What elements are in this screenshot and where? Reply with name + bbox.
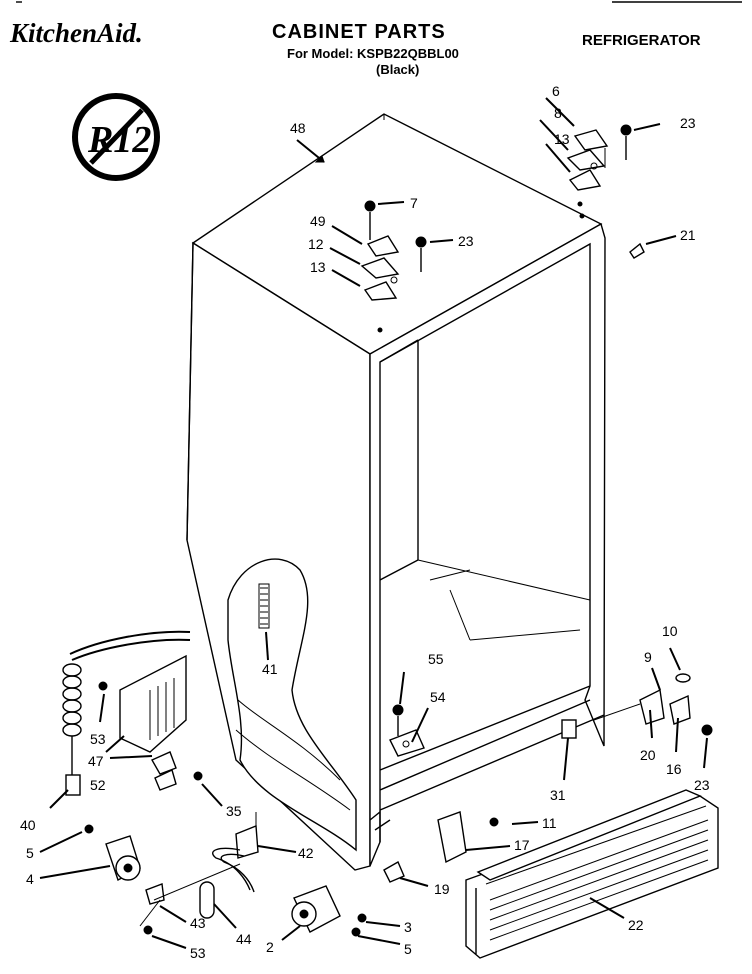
callout-13-upper: 13 bbox=[554, 131, 570, 147]
upper-hinge-assembly-right bbox=[566, 123, 661, 191]
callout-42: 42 bbox=[298, 845, 314, 861]
callout-17: 17 bbox=[514, 837, 530, 853]
page-title: CABINET PARTS bbox=[272, 21, 446, 43]
callout-40: 40 bbox=[20, 817, 36, 833]
callout-53-upper: 53 bbox=[90, 731, 106, 747]
callout-43: 43 bbox=[190, 915, 206, 931]
callout-19: 19 bbox=[434, 881, 450, 897]
callout-20: 20 bbox=[640, 747, 656, 763]
clip-part-21 bbox=[629, 242, 645, 259]
callout-11: 11 bbox=[542, 815, 557, 831]
callout-4: 4 bbox=[26, 871, 34, 887]
callout-7: 7 bbox=[410, 195, 418, 211]
drain-tube-42 bbox=[212, 812, 259, 893]
callout-16: 16 bbox=[666, 761, 682, 777]
power-cord-and-box bbox=[62, 630, 191, 796]
callout-13-center: 13 bbox=[310, 259, 326, 275]
right-lower-hinge bbox=[593, 673, 713, 736]
callout-3: 3 bbox=[404, 919, 412, 935]
callout-52: 52 bbox=[90, 777, 106, 793]
callout-12: 12 bbox=[308, 236, 324, 252]
callout-6: 6 bbox=[552, 83, 560, 99]
leveling-leg-54 bbox=[389, 704, 425, 757]
callout-23-center: 23 bbox=[458, 233, 474, 249]
model-line: For Model: KSPB22QBBL00 bbox=[287, 46, 459, 61]
upper-hinge-assembly-center bbox=[360, 200, 454, 301]
callout-9: 9 bbox=[644, 649, 652, 665]
callout-53-lower: 53 bbox=[190, 945, 206, 961]
callout-21: 21 bbox=[680, 227, 696, 243]
callout-31: 31 bbox=[550, 787, 566, 803]
category-label: REFRIGERATOR bbox=[582, 32, 701, 49]
callout-23-lower: 23 bbox=[694, 777, 710, 793]
lower-brackets bbox=[383, 811, 499, 883]
callout-22: 22 bbox=[628, 917, 644, 933]
callout-44: 44 bbox=[236, 931, 252, 947]
callout-2: 2 bbox=[266, 939, 274, 955]
callout-23-upper: 23 bbox=[680, 115, 696, 131]
brand-logo: KitchenAid. bbox=[9, 18, 143, 48]
bracket-31 bbox=[561, 719, 577, 739]
callout-8: 8 bbox=[554, 105, 562, 121]
callout-54: 54 bbox=[430, 689, 446, 705]
cabinet-shell bbox=[186, 113, 606, 871]
callout-5-left: 5 bbox=[26, 845, 34, 861]
base-grille-22 bbox=[465, 789, 719, 959]
callout-48: 48 bbox=[290, 120, 306, 136]
side-cutaway bbox=[227, 558, 357, 852]
roller-assembly-2 bbox=[291, 885, 367, 937]
callout-49: 49 bbox=[310, 213, 326, 229]
part-52-bracket bbox=[151, 751, 203, 791]
no-r12-prohibition-icon: R12 bbox=[72, 93, 160, 181]
color-line: (Black) bbox=[376, 62, 419, 77]
roller-assembly-4 bbox=[84, 824, 141, 882]
callout-5-lower: 5 bbox=[404, 941, 412, 957]
callout-35: 35 bbox=[226, 803, 242, 819]
callout-arrows bbox=[39, 97, 708, 949]
callout-55: 55 bbox=[428, 651, 444, 667]
parts-43-44 bbox=[139, 863, 241, 935]
callout-41: 41 bbox=[262, 661, 278, 677]
callout-47: 47 bbox=[88, 753, 104, 769]
callout-10: 10 bbox=[662, 623, 678, 639]
callout-labels: 48 6 8 13 23 7 49 12 23 13 21 10 9 41 55… bbox=[20, 83, 710, 961]
spring-part-41 bbox=[258, 583, 270, 629]
